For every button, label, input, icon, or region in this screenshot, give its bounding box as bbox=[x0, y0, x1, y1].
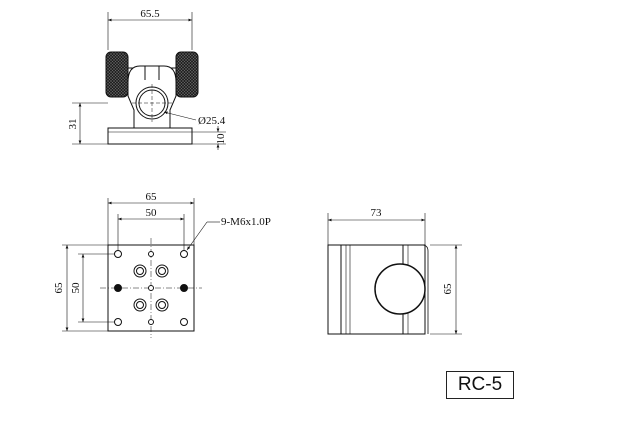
bore-diameter-dim: Ø25.4 bbox=[198, 115, 226, 127]
model-label: RC-5 bbox=[446, 371, 514, 399]
mount-hole bbox=[114, 284, 122, 292]
top-width-outer-dim: 65 bbox=[146, 191, 158, 203]
mount-hole bbox=[180, 318, 188, 326]
mount-hole bbox=[148, 319, 154, 325]
top-view bbox=[62, 198, 220, 338]
top-width-inner-dim: 50 bbox=[146, 207, 158, 219]
right-knurled-knob bbox=[175, 51, 199, 98]
base-plate bbox=[107, 127, 193, 145]
counterbore-hole bbox=[155, 264, 169, 278]
side-width-dim: 73 bbox=[371, 207, 383, 219]
side-view bbox=[327, 213, 462, 335]
left-knurled-knob bbox=[105, 51, 129, 98]
top-height-outer-dim: 65 bbox=[53, 282, 65, 294]
base-thickness-dim: 10 bbox=[215, 133, 227, 145]
hole-callout: 9-M6x1.0P bbox=[221, 216, 271, 228]
mount-hole bbox=[114, 318, 122, 326]
front-width-dim: 65.5 bbox=[140, 8, 160, 20]
counterbore-hole bbox=[133, 264, 147, 278]
top-height-inner-dim: 50 bbox=[70, 282, 82, 294]
side-view-rod-circle bbox=[374, 263, 426, 315]
mount-hole bbox=[148, 251, 154, 257]
mount-hole bbox=[180, 250, 188, 258]
front-view bbox=[72, 12, 226, 150]
front-height-dim: 31 bbox=[67, 119, 79, 130]
mount-hole bbox=[180, 284, 188, 292]
mount-hole bbox=[114, 250, 122, 258]
counterbore-hole bbox=[133, 298, 147, 312]
side-height-dim: 65 bbox=[442, 283, 454, 295]
mount-hole bbox=[148, 285, 154, 291]
counterbore-hole bbox=[155, 298, 169, 312]
